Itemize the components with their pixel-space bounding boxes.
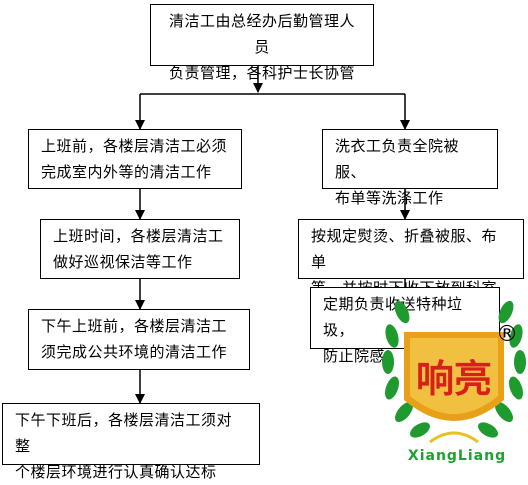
flow-box-left-3: 下午上班前，各楼层清洁工 须完成公共环境的清洁工作: [28, 309, 250, 370]
shield-icon: [404, 332, 504, 421]
flow-box-left-4: 下午下班后，各楼层清洁工须对整 个楼层环境进行认真确认达标: [2, 403, 260, 481]
logo-brand-text: XiangLiang: [407, 448, 507, 464]
flow-box-right-2: 按规定熨烫、折叠被服、布单 等，并按时下收下放到科室: [298, 219, 524, 297]
wheat-icon: [429, 431, 479, 444]
flow-box-right-1: 洗衣工负责全院被服、 布单等洗涤工作: [322, 129, 498, 207]
registered-mark: ®: [496, 322, 518, 347]
flow-box-left-1: 上班前，各楼层清洁工必须 完成室内外等的清洁工作: [28, 129, 242, 189]
laurel-right-icon: [478, 300, 526, 438]
logo-glyphs: 响亮: [416, 357, 492, 401]
flow-box-left-2: 上班时间，各楼层清洁工 做好巡视保洁等工作: [40, 219, 240, 279]
xiangliang-logo: 响亮: [382, 300, 526, 444]
laurel-left-icon: [382, 300, 430, 438]
flow-box-top: 清洁工由总经办后勤管理人员 负责管理，各科护士长协管: [150, 4, 374, 82]
